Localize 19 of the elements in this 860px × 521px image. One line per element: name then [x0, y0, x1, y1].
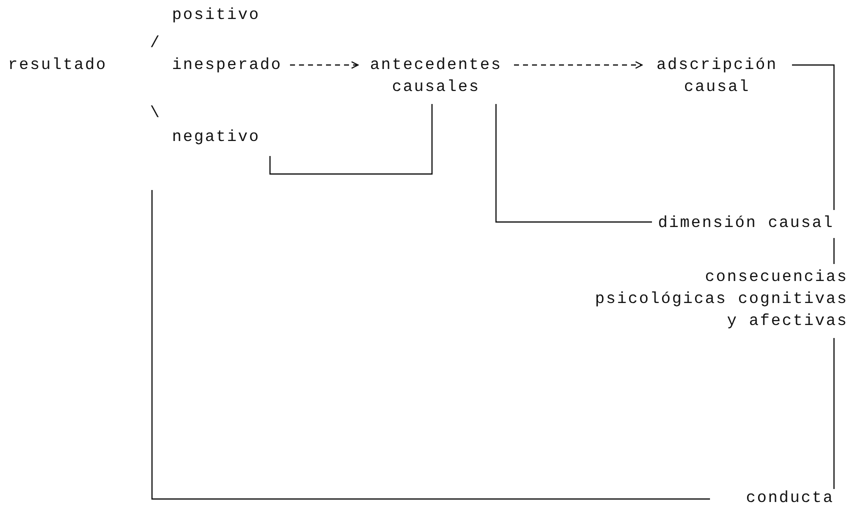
node-label: consecuencias psicológicas cognitivas y afectivas	[594, 267, 848, 332]
connector-line	[495, 104, 652, 223]
branch-mark: \	[150, 103, 162, 124]
node-label: conducta	[746, 488, 834, 509]
node-label: adscripción causal	[655, 55, 779, 98]
connector-line	[792, 64, 835, 210]
connector-line	[833, 238, 835, 264]
node-label: dimensión causal	[658, 213, 834, 234]
branch-mark: /	[150, 33, 162, 54]
connector-line	[269, 104, 433, 175]
connector-line	[833, 338, 835, 489]
connector-line	[151, 190, 710, 500]
node-label: antecedentes causales	[368, 55, 504, 98]
node-label: negativo	[172, 127, 260, 148]
node-label: positivo	[172, 5, 260, 26]
node-label: resultado	[8, 55, 108, 76]
dashed-arrow	[514, 61, 643, 69]
node-label: inesperado	[172, 55, 282, 76]
dashed-arrow	[290, 61, 359, 69]
